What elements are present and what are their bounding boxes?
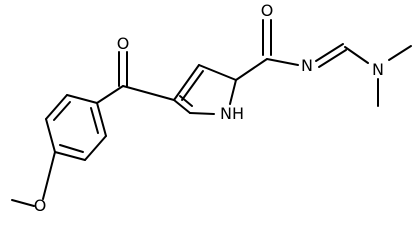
benzene-bond-5 xyxy=(84,135,107,161)
imine-nitrogen-label: N xyxy=(301,56,313,75)
pyrrole-bond-c4-c3-inner xyxy=(181,70,204,101)
benzene-bond-4-inner xyxy=(59,144,84,153)
pyrrole-bond-c5-c4 xyxy=(173,99,191,114)
methoxy-oxygen-label: O xyxy=(34,196,47,215)
benzene-bond-1 xyxy=(66,94,98,104)
n-methyl-1-bond xyxy=(388,45,412,61)
amide-to-imine-n-bond xyxy=(266,58,299,66)
chemical-structure: O O N N NH O xyxy=(11,1,412,215)
imine-double-bond-a xyxy=(315,43,344,62)
pyrrole-to-amide-bond xyxy=(235,58,268,81)
pyrrole-bond-c2-n1 xyxy=(229,79,237,105)
methoxy-methyl-bond xyxy=(11,199,35,207)
pyrrole-bond-c3-c2 xyxy=(198,64,237,81)
pyrrole-nh-label: NH xyxy=(220,104,244,123)
benzene-bond-4 xyxy=(54,151,86,161)
pyrrole-bond-c4-c3 xyxy=(173,64,200,101)
benzene-bond-2-inner xyxy=(53,101,71,121)
bond-layer xyxy=(11,19,412,207)
benzene-to-methoxy-o-bond xyxy=(42,151,56,200)
imine-double-bond-b xyxy=(318,49,347,68)
carbonyl-oxygen-label: O xyxy=(117,34,130,53)
ch-to-dimethyl-n-bond xyxy=(344,46,369,64)
pyrrole-bond-n1-c5 xyxy=(189,112,215,115)
pyrrole-bond-c5-c4-inner xyxy=(179,95,193,107)
benzene-bond-3 xyxy=(45,118,56,153)
dimethyl-nitrogen-label: N xyxy=(372,60,384,79)
atom-label-layer: O O N N NH O xyxy=(34,1,384,215)
ketone-to-benzene-bond xyxy=(96,85,124,104)
ketone-to-pyrrole-bond xyxy=(122,85,175,101)
amide-oxygen-label: O xyxy=(261,1,274,20)
benzene-bond-6-inner xyxy=(90,107,99,134)
benzene-bond-2 xyxy=(45,94,68,120)
benzene-bond-6 xyxy=(96,102,107,137)
